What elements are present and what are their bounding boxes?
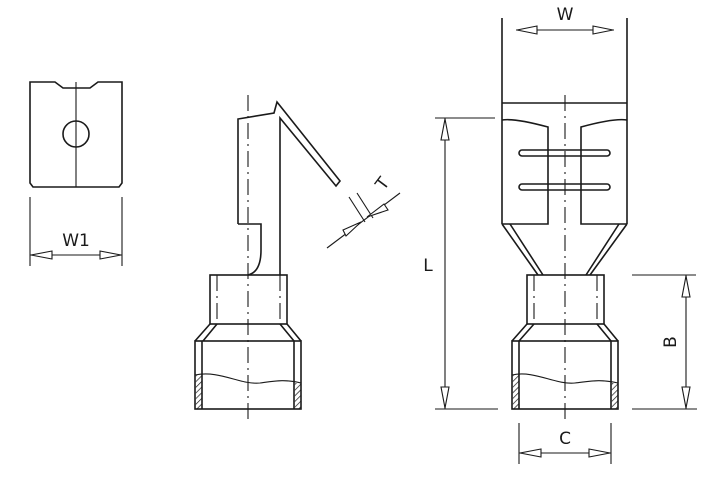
dimension-label-w1: W1 xyxy=(62,231,90,251)
dimension-label-w: W xyxy=(557,5,574,25)
hatch-right xyxy=(611,383,618,409)
dimension-w1: W1 xyxy=(29,197,123,266)
dimension-label-t: T xyxy=(371,173,394,195)
dimension-label-l: L xyxy=(423,256,433,276)
dimension-label-c: C xyxy=(559,429,571,449)
dimension-label-b: B xyxy=(661,336,681,348)
dimension-l: L xyxy=(423,117,498,410)
hatch-left xyxy=(512,375,519,409)
hatch-right xyxy=(294,383,301,409)
side-view xyxy=(194,95,342,420)
end-view xyxy=(29,81,123,188)
dimension-b: B xyxy=(632,274,697,410)
front-view xyxy=(501,18,628,420)
dimension-w: W xyxy=(516,5,614,35)
hatch-left xyxy=(195,375,202,409)
dimension-c: C xyxy=(518,423,612,464)
